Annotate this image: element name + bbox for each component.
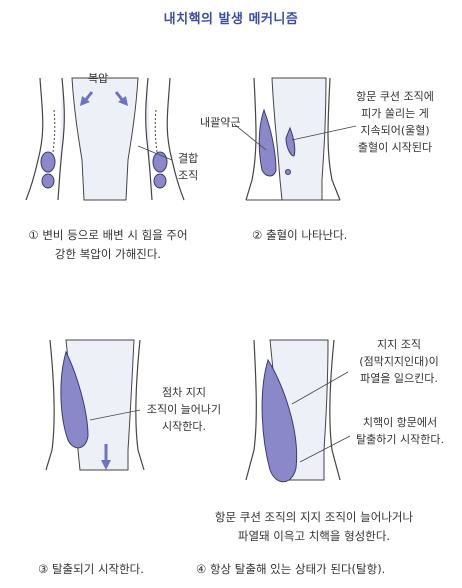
panel4-prolapse-label: 치핵이 항문에서 탈출하기 시작한다.	[344, 414, 456, 448]
panel4-support-tissue-line-3: 파열을 일으킨다.	[360, 372, 438, 385]
panel1-arrowhead-right	[118, 96, 128, 106]
panel4-support-tissue-line-2: (점막지지인대)이	[359, 355, 439, 368]
panel1-connective-line-2: 조직	[178, 169, 199, 182]
panel1-cushion-r2	[153, 173, 167, 189]
panel4-cushion	[261, 358, 298, 483]
panel3-wall-left	[45, 339, 55, 471]
panel2-leader-2	[291, 125, 357, 141]
panel1-caption-line-1: ① 변비 등으로 배변 시 힘을 주어	[28, 228, 188, 242]
panel2-canal	[271, 77, 327, 201]
panel4-support-tissue-line-1: 지지 조직	[377, 338, 421, 351]
panel3-support-line-3: 시작한다.	[162, 420, 206, 433]
panel1-lumen	[71, 77, 139, 201]
panel4-caption: ④ 항상 탈출해 있는 상태가 된다(탈항).	[196, 562, 386, 576]
panel3-support-label: 점차 지지 조직이 늘어나기 시작한다.	[136, 384, 232, 435]
panel4-prolapse-line-2: 탈출하기 시작한다.	[356, 433, 444, 446]
panel1-cushion-l1	[40, 151, 56, 173]
panel2-caption: ② 출혈이 나타난다.	[252, 228, 348, 242]
panel1-cushion-l2	[41, 173, 55, 189]
panel3-support-line-2: 조직이 늘어나기	[146, 403, 222, 416]
panel1-caption: ① 변비 등으로 배변 시 힘을 주어 강한 복압이 가해진다.	[6, 226, 210, 264]
panel4-leader-1	[291, 371, 349, 405]
panel1-dots-right	[154, 109, 161, 171]
panel2-wall-left	[245, 77, 257, 201]
panel2-bleeding-label: 항문 쿠션 조직에 피가 쏠리는 게 지속되어(울혈) 출혈이 시작된다	[340, 88, 450, 156]
panel4-caption-main: 항문 쿠션 조직의 지지 조직이 늘어나거나 파열돼 이윽고 치핵을 형성한다.	[184, 508, 444, 546]
panel4-leader-2	[299, 435, 351, 463]
panel1-arrowhead-left	[80, 96, 90, 106]
panel4-caption-main-line-2: 파열돼 이윽고 치핵을 형성한다.	[237, 529, 391, 543]
panel1-left-wall	[25, 77, 44, 201]
panel1-dots-left	[49, 109, 56, 171]
panel1-connective-line-1: 결합	[178, 152, 199, 165]
panel1-leader	[137, 145, 173, 161]
panel3-support-line-1: 점차 지지	[162, 386, 206, 399]
panel1-caption-line-2: 강한 복압이 가해진다.	[54, 247, 162, 261]
panel2-leader-1	[233, 123, 267, 151]
panel3-group	[45, 339, 145, 471]
panel2-cushion-right	[285, 126, 296, 157]
panel1-inner-right	[145, 77, 153, 201]
panel2-blood-drop	[285, 169, 291, 175]
panel2-cushion	[258, 108, 277, 177]
panel4-support-tissue-label: 지지 조직 (점막지지인대)이 파열을 일으킨다.	[344, 336, 454, 387]
panel4-caption-main-line-1: 항문 쿠션 조직의 지지 조직이 늘어나거나	[214, 510, 414, 524]
panel2-bleeding-line-3: 지속되어(울혈)	[360, 124, 430, 137]
panel4-wall-right	[329, 339, 341, 481]
panel4-prolapse-line-1: 치핵이 항문에서	[362, 416, 438, 429]
panel1-group	[25, 77, 185, 201]
panel2-group	[233, 77, 357, 201]
panel1-inner-left	[57, 77, 65, 201]
panel2-bleeding-line-2: 피가 쏠리는 게	[361, 107, 429, 120]
panel1-pressure-label: 복압	[88, 72, 109, 85]
panel4-wall-left	[245, 339, 257, 481]
diagram-title: 내치핵의 발생 메커니즘	[163, 12, 299, 27]
panel3-wall-right	[135, 339, 145, 471]
panel1-cushion-r1	[152, 151, 168, 173]
panel3-leader	[89, 409, 141, 421]
panel3-down-arrowhead	[101, 460, 111, 470]
panel1-connective-label: 결합 조직	[178, 150, 198, 184]
panel3-cushion	[60, 350, 89, 449]
panel2-sphincter-label: 내괄약근	[200, 116, 241, 129]
panel4-group	[245, 339, 351, 483]
panel3-caption: ③ 탈출되기 시작한다.	[38, 562, 144, 576]
panel2-bleeding-line-4: 출혈이 시작된다	[357, 141, 433, 154]
panel2-bleeding-line-1: 항문 쿠션 조직에	[356, 90, 434, 103]
panel2-wall-right	[327, 77, 341, 201]
